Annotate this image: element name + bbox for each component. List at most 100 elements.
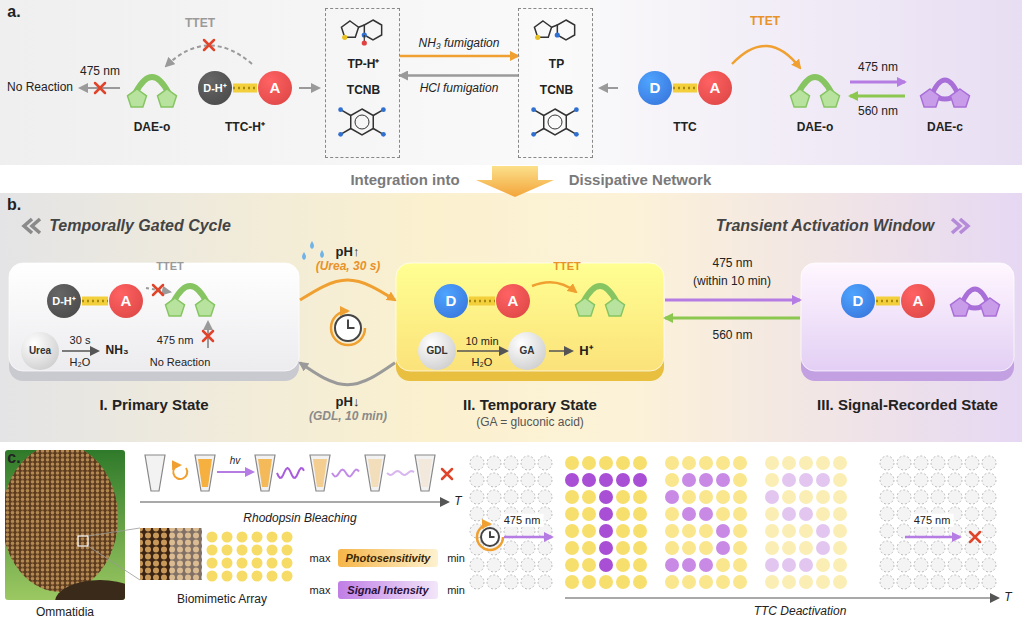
- proton-atom: [362, 40, 367, 45]
- array-dot: [521, 490, 535, 504]
- array-dot: [880, 456, 894, 470]
- node-circle: [638, 71, 672, 105]
- molecule-circle: GA: [507, 331, 547, 371]
- clock-loop: [477, 524, 503, 550]
- array-dot: [914, 541, 928, 555]
- nitrogen-atom: [381, 107, 386, 112]
- molecule-circle: A: [900, 283, 936, 319]
- label: TTET: [553, 260, 581, 273]
- edge-label: 560 nm: [712, 329, 752, 343]
- tcnb-molecule: [338, 107, 386, 137]
- array-dot: [833, 456, 847, 470]
- molecule-circle: GDL: [417, 331, 457, 371]
- array-dot: [765, 473, 779, 487]
- arrow: [565, 597, 998, 598]
- array-dot: [816, 575, 830, 589]
- array-dot: [616, 490, 630, 504]
- edge-label: 10 min: [465, 335, 498, 348]
- array-dot: [733, 473, 747, 487]
- array-dot: [599, 473, 613, 487]
- array-dot: [633, 490, 647, 504]
- array-dot: [799, 507, 813, 521]
- array-dot: [470, 490, 484, 504]
- node-text: TP: [549, 58, 564, 72]
- array-dot: [565, 524, 579, 538]
- array-dot: [716, 558, 730, 572]
- array-dot: [682, 473, 696, 487]
- array-dot: [897, 575, 911, 589]
- node-text: TCNB: [540, 84, 573, 98]
- label: TTC: [673, 121, 696, 135]
- edge-label: NH₃ fumigation: [419, 37, 500, 51]
- label: (GDL, 10 min): [309, 410, 387, 424]
- array-dot: [733, 558, 747, 572]
- array-dot: [914, 558, 928, 572]
- node-text: TCNB: [347, 84, 380, 98]
- label: TTC-H⁺: [225, 121, 265, 135]
- label: max: [310, 552, 331, 565]
- molecule-circle: A: [108, 283, 144, 319]
- array-dot: [282, 545, 293, 556]
- array-dot: [880, 558, 894, 572]
- array-dot: [833, 524, 847, 538]
- chevrons: [952, 219, 968, 233]
- platform-top: [9, 263, 299, 371]
- label: TTET: [185, 17, 215, 31]
- array-dot: [665, 524, 679, 538]
- label: Transient Activation Window: [716, 217, 935, 235]
- array-dot: [880, 507, 894, 521]
- array-dot: [633, 456, 647, 470]
- rhodopsin-fill: [313, 459, 327, 487]
- array-dot: [521, 558, 535, 572]
- rhodopsin-fill: [368, 459, 382, 487]
- array-dot: [504, 490, 518, 504]
- edge-label: pH↑: [336, 245, 360, 260]
- label: H₂O: [472, 356, 493, 369]
- node-circle: [47, 284, 81, 318]
- array-dot: [699, 507, 713, 521]
- array-dot: [504, 558, 518, 572]
- molecule-circle: D-H⁺: [197, 70, 233, 106]
- node-circle: [258, 71, 292, 105]
- array-dot: [487, 490, 501, 504]
- label: 475 nm: [501, 514, 544, 527]
- array-dot: [765, 541, 779, 555]
- blocked-mark: [442, 469, 452, 479]
- array-dot: [682, 541, 696, 555]
- arrow: [140, 501, 448, 502]
- label: 560 nm: [858, 105, 898, 119]
- array-dot: [733, 456, 747, 470]
- water-drop: [302, 252, 306, 260]
- label: No Reaction: [150, 356, 211, 369]
- regeneration-loop: [173, 465, 187, 479]
- molecule-circle: D: [637, 70, 673, 106]
- label: a.: [7, 3, 20, 21]
- array-dot: [716, 524, 730, 538]
- cone-cell: [195, 455, 215, 491]
- array-dot: [948, 456, 962, 470]
- array-dot: [616, 541, 630, 555]
- linker-dots: [673, 87, 697, 90]
- rhodopsin-fill: [258, 459, 272, 487]
- array-dot: [487, 456, 501, 470]
- nitrogen-atom: [555, 32, 560, 37]
- array-dot: [982, 507, 996, 521]
- array-dot: [765, 524, 779, 538]
- arrow: [850, 95, 905, 98]
- array-dot: [931, 473, 945, 487]
- array-dot: [665, 558, 679, 572]
- tcnb-molecule: [531, 107, 579, 137]
- array-dot: [599, 456, 613, 470]
- array-dot: [931, 558, 945, 572]
- edge-label: pH↓: [336, 394, 360, 409]
- label: 30 s: [70, 334, 91, 347]
- label: H⁺: [579, 344, 592, 359]
- array-dot: [487, 473, 501, 487]
- label: Ommatidia: [36, 606, 94, 620]
- array-dot: [897, 490, 911, 504]
- molecule-circle: A: [697, 70, 733, 106]
- dae-unit: [820, 89, 839, 107]
- sulfur-atom: [342, 35, 347, 40]
- array-dot: [665, 490, 679, 504]
